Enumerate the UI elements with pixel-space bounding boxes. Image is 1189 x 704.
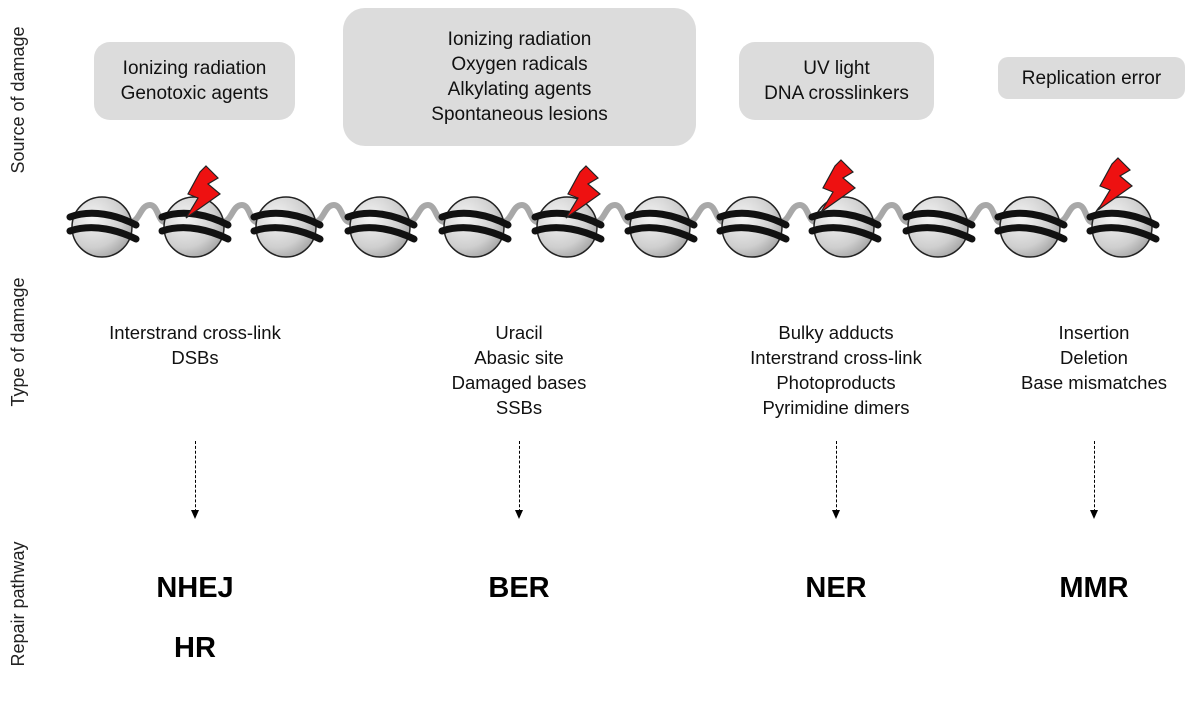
nucleosome-icon bbox=[158, 196, 232, 258]
nucleosome-icon bbox=[1086, 196, 1160, 258]
nucleosome-icon bbox=[66, 196, 140, 258]
source-line: Alkylating agents bbox=[447, 79, 592, 100]
source-line: Replication error bbox=[1021, 67, 1162, 89]
nucleosome-icon bbox=[531, 196, 605, 258]
chromatin-fiber bbox=[66, 157, 1160, 258]
source-line: Oxygen radicals bbox=[451, 54, 588, 75]
source-box-nhej: Ionizing radiation Genotoxic agents bbox=[94, 42, 295, 120]
damage-item: Abasic site bbox=[474, 347, 564, 368]
damage-list-ner: Bulky adducts Interstrand cross-link Pho… bbox=[716, 320, 956, 420]
source-box-ner: UV light DNA crosslinkers bbox=[739, 42, 934, 120]
source-line: Ionizing radiation bbox=[447, 29, 592, 50]
pathway-ber: BER bbox=[488, 572, 550, 604]
source-line: UV light bbox=[803, 58, 870, 79]
nucleosomes bbox=[66, 196, 1160, 258]
lightning-bolt-icon bbox=[565, 165, 601, 219]
dashed-arrow-icon bbox=[831, 441, 840, 519]
damage-list-mmr: Insertion Deletion Base mismatches bbox=[974, 320, 1189, 395]
pathway-nhej: NHEJ bbox=[156, 572, 234, 604]
damage-item: Uracil bbox=[495, 322, 543, 343]
source-line: Spontaneous lesions bbox=[431, 104, 608, 125]
source-line: Genotoxic agents bbox=[120, 83, 269, 104]
damage-item: Bulky adducts bbox=[778, 322, 894, 343]
pathway-mmr: MMR bbox=[1059, 572, 1129, 604]
dashed-arrow-icon bbox=[1089, 441, 1098, 519]
nucleosome-icon bbox=[438, 196, 512, 258]
source-line: Ionizing radiation bbox=[122, 58, 267, 79]
pathway-hr: HR bbox=[174, 632, 216, 664]
damage-item: Insertion bbox=[1058, 322, 1130, 343]
nucleosome-icon bbox=[250, 196, 324, 258]
damage-list-nhej: Interstrand cross-link DSBs bbox=[75, 320, 315, 370]
damage-bolts bbox=[185, 157, 1133, 219]
damage-item: Deletion bbox=[1060, 347, 1128, 368]
lightning-bolt-icon bbox=[1097, 157, 1133, 211]
damage-list-ber: Uracil Abasic site Damaged bases SSBs bbox=[399, 320, 639, 420]
nucleosome-icon bbox=[902, 196, 976, 258]
nucleosome-icon bbox=[994, 196, 1068, 258]
source-box-ber: Ionizing radiation Oxygen radicals Alkyl… bbox=[343, 8, 696, 146]
nucleosome-icon bbox=[716, 196, 790, 258]
damage-item: Base mismatches bbox=[1021, 372, 1167, 393]
repair-pathway-label: Repair pathway bbox=[8, 541, 28, 667]
damage-item: Photoproducts bbox=[776, 372, 896, 393]
nucleosome-icon bbox=[808, 196, 882, 258]
dashed-arrow-icon bbox=[514, 441, 523, 519]
damage-item: Interstrand cross-link bbox=[109, 322, 281, 343]
source-line: DNA crosslinkers bbox=[764, 83, 909, 104]
damage-item: DSBs bbox=[171, 347, 219, 368]
pathway-ner: NER bbox=[805, 572, 867, 604]
lightning-bolt-icon bbox=[820, 159, 856, 213]
damage-item: Pyrimidine dimers bbox=[762, 397, 910, 418]
dashed-arrow-icon bbox=[190, 441, 199, 519]
nucleosome-icon bbox=[624, 196, 698, 258]
nucleosome-icon bbox=[344, 196, 418, 258]
damage-item: Interstrand cross-link bbox=[750, 347, 922, 368]
damage-item: SSBs bbox=[495, 397, 543, 418]
source-box-mmr: Replication error bbox=[998, 57, 1185, 99]
damage-item: Damaged bases bbox=[451, 372, 587, 393]
lightning-bolt-icon bbox=[185, 165, 221, 219]
